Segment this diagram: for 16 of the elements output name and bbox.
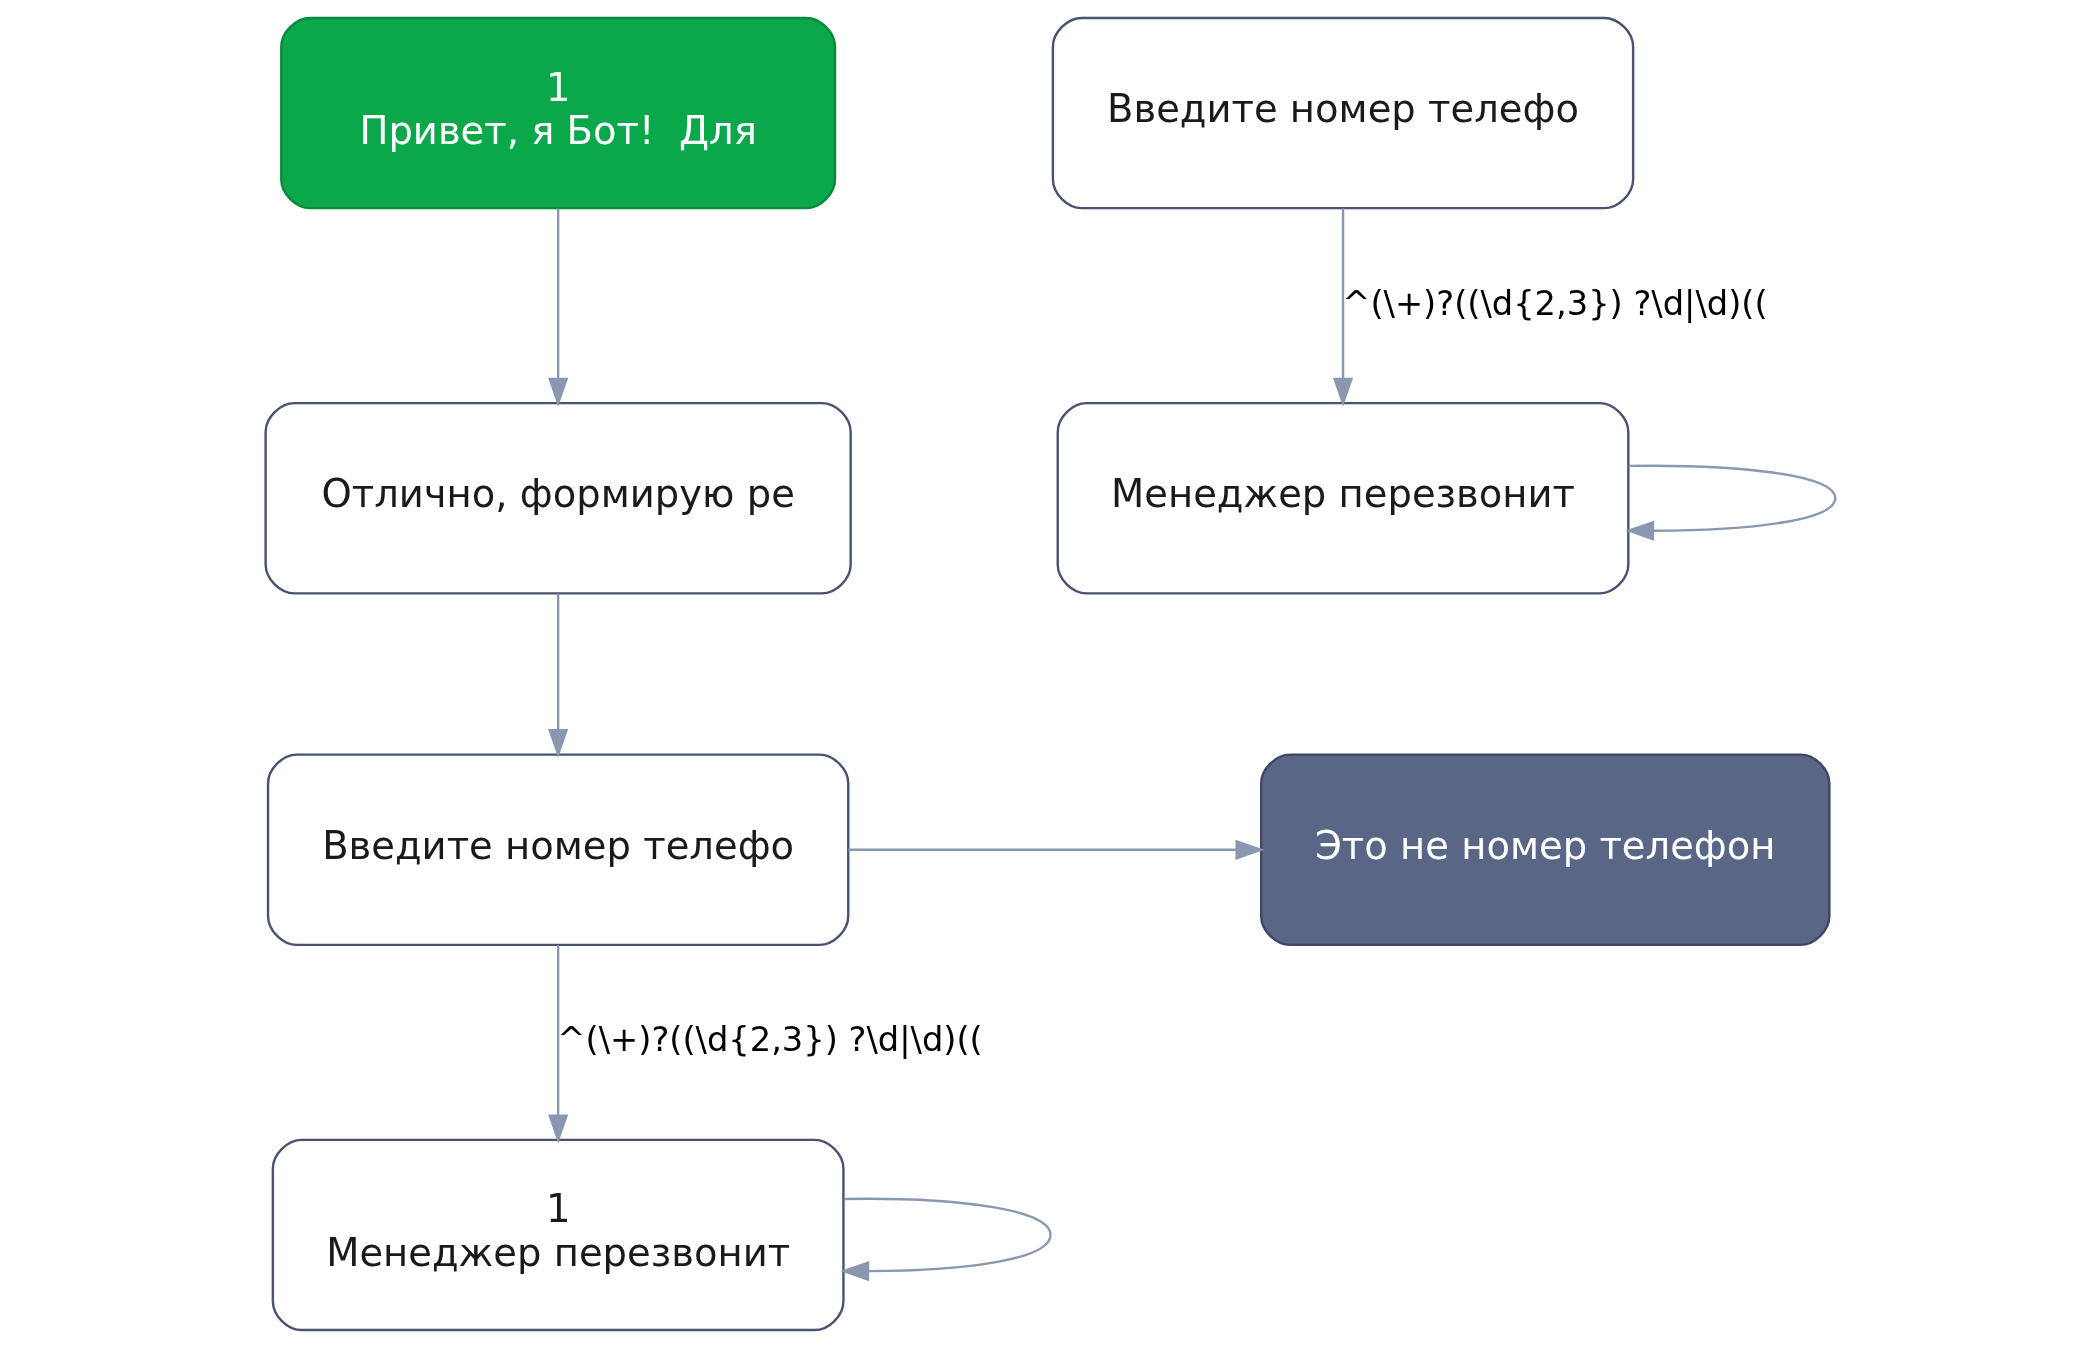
arrow	[547, 593, 568, 758]
node-box: 1 Менеджер перезвонит	[271, 1138, 845, 1332]
node-box: Введите номер телефо	[266, 753, 849, 947]
node-box: Это не номер телефон	[1259, 753, 1831, 947]
node-box: Введите номер телефо	[1051, 16, 1634, 210]
arrow	[839, 1197, 1052, 1282]
node-box: Менеджер перезвонит	[1056, 401, 1630, 595]
arrow	[1332, 208, 1353, 407]
arrow	[847, 839, 1264, 860]
node-box: Отлично, формирую ре	[263, 401, 852, 595]
arrow	[1624, 464, 1837, 541]
edge-label: ^(\+)?((\d{2,3}) ?\d|\d)((	[1341, 283, 1768, 323]
node-box: 1 Привет, я Бот! Для	[279, 16, 836, 210]
arrow	[547, 208, 568, 407]
arrow	[547, 945, 568, 1144]
edge-label: ^(\+)?((\d{2,3}) ?\d|\d)((	[556, 1020, 983, 1060]
